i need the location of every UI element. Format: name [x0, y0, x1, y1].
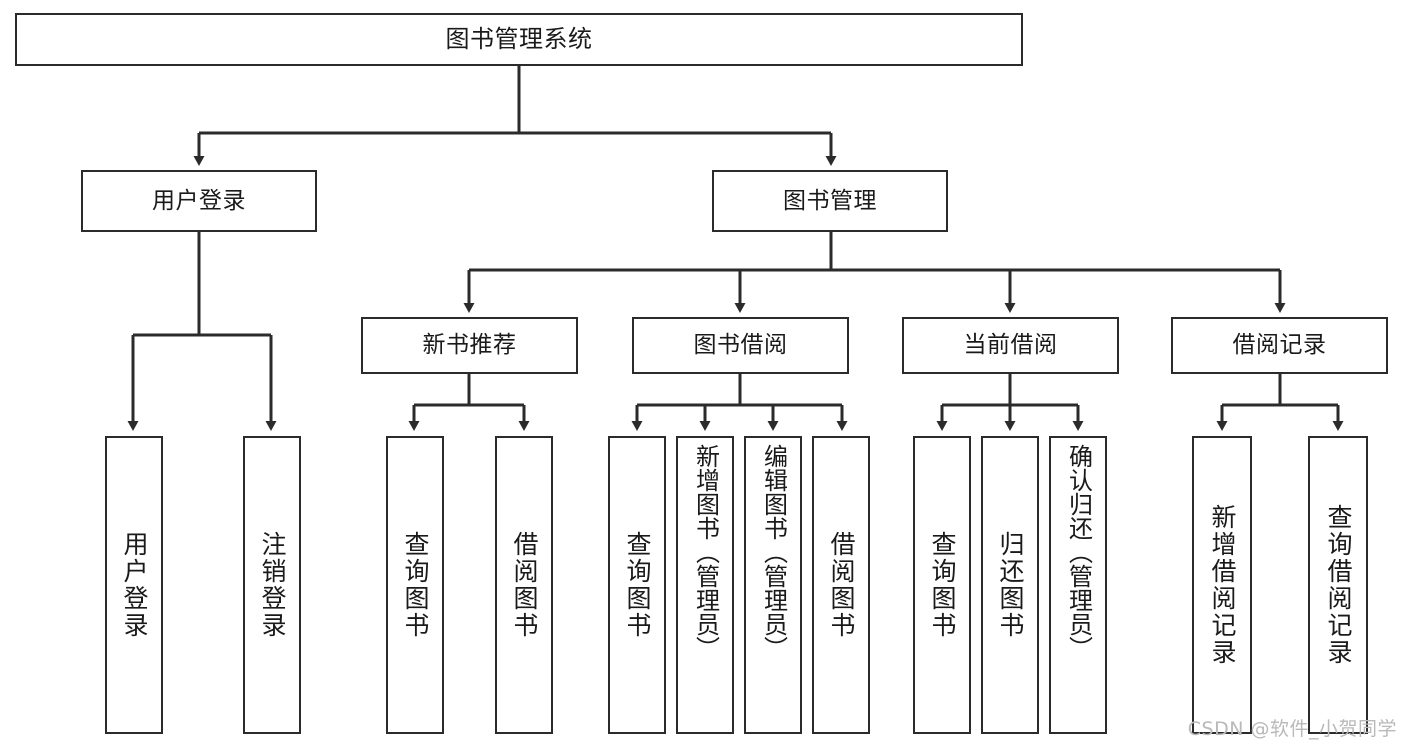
node-leaf-user-login-label: 用户登录	[120, 531, 149, 639]
node-leaf-confirm-return-label: 确认归还（管理员）	[1064, 444, 1093, 660]
node-current-borrow[interactable]: 当前借阅	[902, 317, 1119, 374]
csdn-watermark: CSDN @软件_小贺同学	[1187, 718, 1397, 740]
node-leaf-borrow-book-2-label: 借阅图书	[827, 531, 856, 639]
node-current-borrow-label: 当前借阅	[963, 332, 1058, 359]
node-leaf-query-book-3-label: 查询图书	[928, 531, 957, 639]
node-borrow-record-label: 借阅记录	[1232, 332, 1327, 359]
node-leaf-query-record-label: 查询借阅记录	[1324, 504, 1353, 666]
node-leaf-query-record[interactable]: 查询借阅记录	[1308, 436, 1368, 734]
node-new-book-recommend-label: 新书推荐	[422, 332, 517, 359]
node-leaf-add-record-label: 新增借阅记录	[1208, 504, 1237, 666]
node-book-manage[interactable]: 图书管理	[712, 170, 948, 232]
node-book-borrow[interactable]: 图书借阅	[632, 317, 849, 374]
node-leaf-edit-book[interactable]: 编辑图书（管理员）	[744, 436, 802, 734]
node-leaf-borrow-book-2[interactable]: 借阅图书	[812, 436, 870, 734]
node-leaf-return-book[interactable]: 归还图书	[981, 436, 1039, 734]
node-book-manage-label: 图书管理	[783, 187, 877, 214]
node-user-login-label: 用户登录	[152, 187, 246, 214]
node-root[interactable]: 图书管理系统	[15, 13, 1023, 66]
node-leaf-borrow-book-1-label: 借阅图书	[510, 531, 539, 639]
node-leaf-logout-login[interactable]: 注销登录	[243, 436, 301, 734]
node-book-borrow-label: 图书借阅	[693, 332, 788, 359]
node-leaf-query-book-1[interactable]: 查询图书	[386, 436, 444, 734]
node-new-book-recommend[interactable]: 新书推荐	[361, 317, 578, 374]
node-leaf-confirm-return[interactable]: 确认归还（管理员）	[1049, 436, 1107, 734]
node-leaf-add-book[interactable]: 新增图书（管理员）	[676, 436, 734, 734]
node-leaf-add-book-label: 新增图书（管理员）	[691, 444, 720, 660]
node-leaf-query-book-1-label: 查询图书	[401, 531, 430, 639]
node-leaf-logout-login-label: 注销登录	[258, 531, 287, 639]
node-root-label: 图书管理系统	[445, 24, 593, 53]
node-borrow-record[interactable]: 借阅记录	[1171, 317, 1388, 374]
node-leaf-edit-book-label: 编辑图书（管理员）	[759, 444, 788, 660]
node-leaf-add-record[interactable]: 新增借阅记录	[1192, 436, 1252, 734]
node-leaf-query-book-3[interactable]: 查询图书	[913, 436, 971, 734]
node-leaf-user-login[interactable]: 用户登录	[105, 436, 163, 734]
node-user-login[interactable]: 用户登录	[81, 170, 317, 232]
node-leaf-query-book-2[interactable]: 查询图书	[608, 436, 666, 734]
node-leaf-return-book-label: 归还图书	[996, 531, 1025, 639]
node-leaf-query-book-2-label: 查询图书	[623, 531, 652, 639]
node-leaf-borrow-book-1[interactable]: 借阅图书	[495, 436, 553, 734]
